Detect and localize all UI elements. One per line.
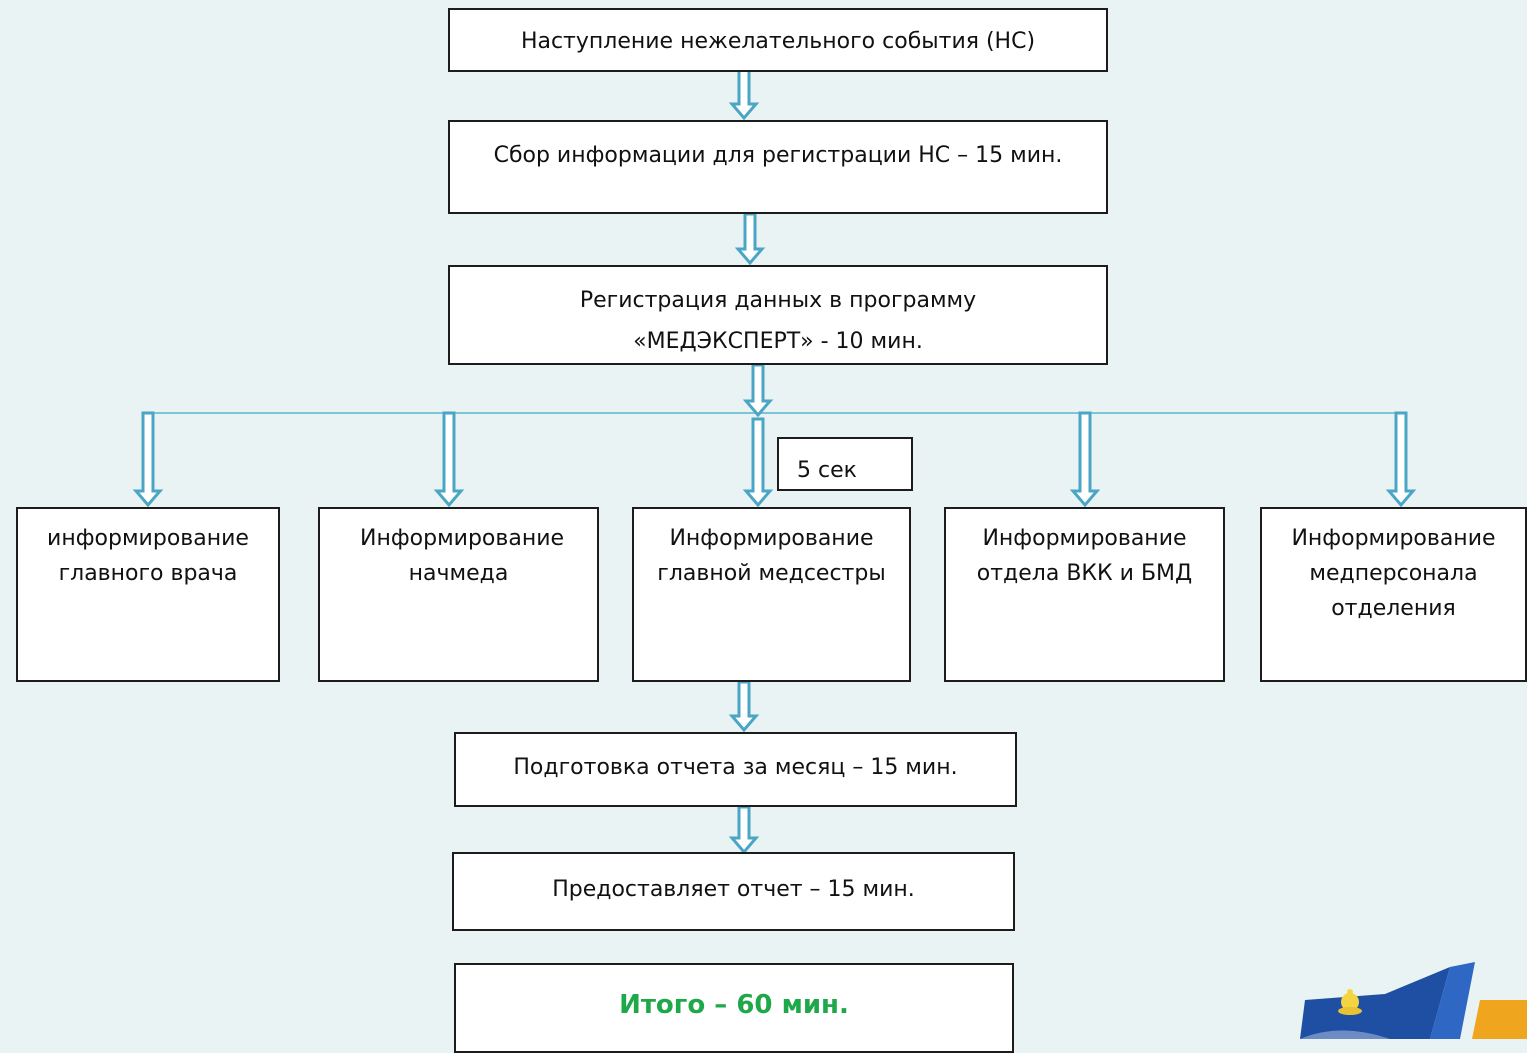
monthly-report-text: Подготовка отчета за месяц – 15 мин. (513, 755, 958, 780)
arrow-register-to-branch (742, 363, 774, 418)
event-box: Наступление нежелательного события (НС) (448, 8, 1108, 72)
arrow-to-monthly-report (728, 680, 760, 733)
arrow-to-submit-report (728, 805, 760, 855)
inform-staff-text: Информирование медперсонала отделения (1291, 526, 1496, 622)
inform-head-nurse-box: Информирование главной медсестры (632, 507, 911, 682)
collect-box: Сбор информации для регистрации НС – 15 … (448, 120, 1108, 214)
arrow-collect-to-register (734, 212, 766, 266)
arrow-to-head-nurse (742, 417, 774, 508)
arrow-to-head-med (433, 411, 465, 508)
emblem-logo (1300, 962, 1527, 1039)
collect-text: Сбор информации для регистрации НС – 15 … (493, 143, 1063, 168)
inform-head-med-box: Информирование начмеда (318, 507, 599, 682)
timing-note-text: 5 сек (797, 458, 857, 483)
inform-vkk-text: Информирование отдела ВКК и БМД (976, 526, 1193, 587)
inform-chief-doctor-box: информирование главного врача (16, 507, 280, 682)
inform-vkk-box: Информирование отдела ВКК и БМД (944, 507, 1225, 682)
register-text-line2: «МЕДЭКСПЕРТ» - 10 мин. (633, 328, 923, 354)
submit-report-text: Предоставляет отчет – 15 мин. (552, 877, 915, 902)
event-text: Наступление нежелательного события (НС) (520, 29, 1036, 54)
total-text: Итого – 60 мин. (619, 990, 849, 1020)
timing-note-box: 5 сек (777, 437, 913, 491)
total-box: Итого – 60 мин. (454, 963, 1014, 1053)
arrow-to-staff (1385, 411, 1417, 508)
arrow-to-chief-doctor (132, 411, 164, 508)
inform-head-nurse-text: Информирование главной медсестры (657, 526, 886, 587)
arrow-event-to-collect (728, 68, 760, 121)
register-box: Регистрация данных в программу «МЕДЭКСПЕ… (448, 265, 1108, 365)
submit-report-box: Предоставляет отчет – 15 мин. (452, 852, 1015, 931)
inform-head-med-text: Информирование начмеда (360, 526, 565, 587)
arrow-to-vkk (1069, 411, 1101, 508)
monthly-report-box: Подготовка отчета за месяц – 15 мин. (454, 732, 1017, 807)
register-text-line1: Регистрация данных в программу (579, 288, 977, 313)
inform-chief-doctor-text: информирование главного врача (47, 526, 249, 587)
inform-staff-box: Информирование медперсонала отделения (1260, 507, 1527, 682)
